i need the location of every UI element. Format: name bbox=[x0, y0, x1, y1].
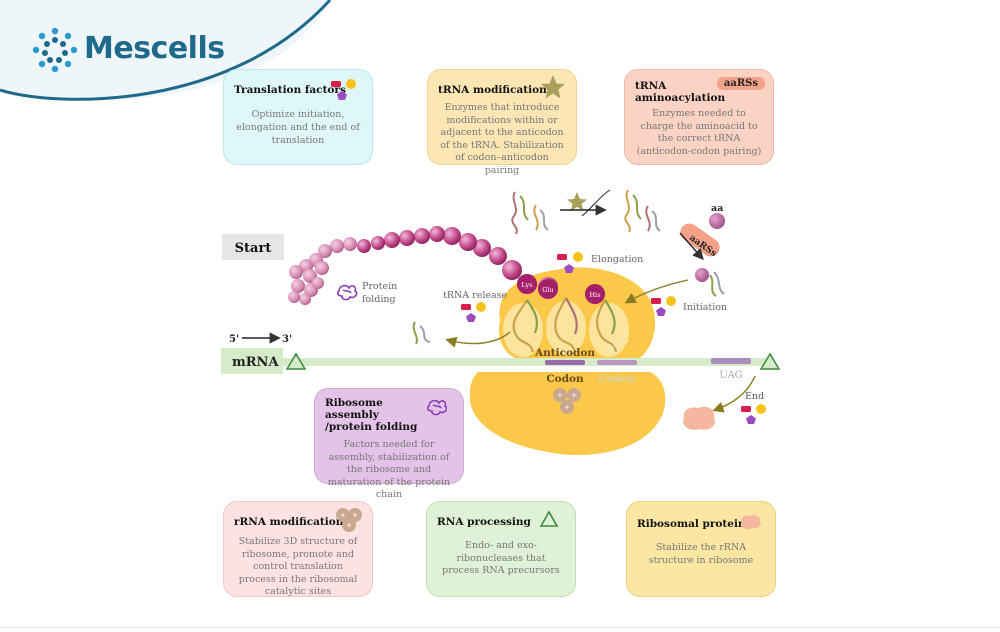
footer-divider bbox=[0, 627, 1000, 628]
card-trna-modifications: tRNA modifications Enzymes that introduc… bbox=[427, 69, 577, 176]
release-arrow bbox=[445, 331, 511, 348]
five-prime-label: 5' bbox=[229, 334, 239, 345]
card-title: RNA processing bbox=[437, 516, 531, 528]
start-label: Start bbox=[235, 241, 272, 256]
svg-text:✦: ✦ bbox=[571, 391, 578, 400]
ribosomal-protein-icon bbox=[741, 514, 761, 530]
initiation-label: Initiation bbox=[683, 302, 727, 313]
card-ribosome-assembly: Ribosome assembly /protein folding Facto… bbox=[314, 388, 464, 500]
card-rna-processing: RNA processing Endo- and exo-ribonucleas… bbox=[426, 501, 576, 597]
trna-release-label: tRNA release bbox=[443, 290, 508, 301]
aa-his bbox=[585, 284, 605, 304]
mescells-logo-icon bbox=[32, 27, 78, 73]
trna-released bbox=[412, 321, 431, 345]
protein-chain bbox=[288, 226, 558, 305]
card-body: Optimize initiation, elongation and the … bbox=[236, 109, 360, 146]
card-title: rRNA modifications bbox=[234, 516, 350, 528]
mrna-triangle-right-icon bbox=[759, 352, 781, 370]
factors-icon bbox=[331, 79, 356, 100]
aa-glu bbox=[538, 279, 558, 299]
svg-text:✦: ✦ bbox=[340, 511, 347, 520]
card-title: Ribosomal proteins bbox=[637, 518, 752, 530]
header-swoosh bbox=[0, 0, 332, 101]
anticodon-label: Anticodon bbox=[534, 347, 595, 359]
elongation-factors-icon bbox=[557, 252, 583, 273]
protein-folding-label-1: Protein bbox=[362, 281, 397, 292]
rrna-cluster-icon: ✦ ✦ ✦ bbox=[336, 508, 362, 532]
trna-in-ribosome bbox=[512, 297, 618, 353]
card-translation-factors: Translation factors Optimize initiation,… bbox=[223, 69, 373, 165]
codon-label-1: Codon bbox=[546, 373, 584, 385]
end-label: End bbox=[745, 391, 764, 402]
elongation-label: Elongation bbox=[591, 254, 643, 265]
anticodon-bar bbox=[545, 360, 585, 365]
triangle-icon bbox=[539, 510, 559, 527]
aa-glu-label: Glu bbox=[542, 286, 553, 294]
protein-folding-icon bbox=[336, 284, 358, 301]
aa-lys-label: Lys bbox=[521, 281, 532, 289]
free-trna-group-left bbox=[511, 191, 549, 235]
card-rrna-modifications: rRNA modifications Stabilize 3D structur… bbox=[223, 501, 373, 597]
codon-label-2: Codon bbox=[598, 373, 636, 385]
release-factors-icon bbox=[461, 302, 486, 322]
codon-bar bbox=[597, 360, 637, 365]
end-arrow bbox=[712, 375, 756, 413]
initiation-factors-icon bbox=[651, 296, 676, 316]
mrna-label-box bbox=[221, 348, 283, 374]
start-box bbox=[222, 234, 284, 260]
card-ribosomal-proteins: Ribosomal proteins Stabilize the rRNA st… bbox=[626, 501, 776, 597]
rrna-cluster-icon: ✦ ✦ ✦ bbox=[553, 388, 581, 414]
free-trna-group-right bbox=[624, 189, 661, 233]
brand-name: Mescells bbox=[84, 31, 225, 66]
aarss-badge: aaRSs bbox=[716, 77, 765, 90]
card-title: tRNA modifications bbox=[438, 84, 553, 96]
translation-diagram: ✦ ✦ ✦ Start Protein folding tRNA release… bbox=[221, 189, 781, 456]
three-prime-label: 3' bbox=[282, 334, 292, 345]
uag-bar bbox=[711, 358, 751, 364]
card-body: Endo- and exo-ribonucleases that process… bbox=[442, 540, 560, 576]
star-icon bbox=[541, 75, 565, 99]
initiation-arrow bbox=[624, 279, 689, 304]
mrna-triangle-left-icon bbox=[285, 352, 307, 370]
svg-text:✦: ✦ bbox=[557, 391, 564, 400]
card-title: tRNA aminoacylation bbox=[635, 80, 726, 104]
card-body: Enzymes that introduce modifications wit… bbox=[440, 102, 564, 176]
card-title: Ribosome assembly /protein folding bbox=[325, 397, 418, 433]
aarss-arrow bbox=[679, 232, 704, 261]
modification-star-icon bbox=[567, 192, 587, 211]
released-protein bbox=[683, 406, 715, 430]
uag-label: UAG bbox=[719, 370, 742, 381]
free-aa bbox=[709, 213, 725, 229]
aa-his-label: His bbox=[589, 291, 600, 299]
card-title: Translation factors bbox=[234, 84, 346, 96]
card-body: Stabilize the rRNA structure in ribosome bbox=[648, 542, 754, 566]
svg-text:✦: ✦ bbox=[346, 521, 353, 530]
card-body: Stabilize 3D structure of ribosome, prom… bbox=[238, 536, 358, 597]
card-body: Enzymes needed to charge the aminoacid t… bbox=[636, 108, 762, 157]
svg-text:✦: ✦ bbox=[564, 403, 571, 412]
card-trna-aminoacylation: tRNA aminoacylation aaRSs Enzymes needed… bbox=[624, 69, 774, 165]
termination-factors-icon bbox=[741, 404, 766, 424]
card-body: Factors needed for assembly, stabilizati… bbox=[327, 439, 451, 500]
protein-folding-label-2: folding bbox=[362, 294, 396, 305]
svg-text:✦: ✦ bbox=[352, 511, 359, 520]
initiation-aa bbox=[695, 268, 709, 282]
protein-folding-icon bbox=[427, 399, 447, 416]
aa-lys bbox=[517, 274, 537, 294]
initiation-trna bbox=[709, 271, 725, 297]
aa-label: aa bbox=[711, 203, 723, 214]
mrna-label: mRNA bbox=[232, 355, 279, 370]
aarss-enzyme bbox=[680, 223, 720, 257]
mrna-strand bbox=[280, 358, 770, 366]
